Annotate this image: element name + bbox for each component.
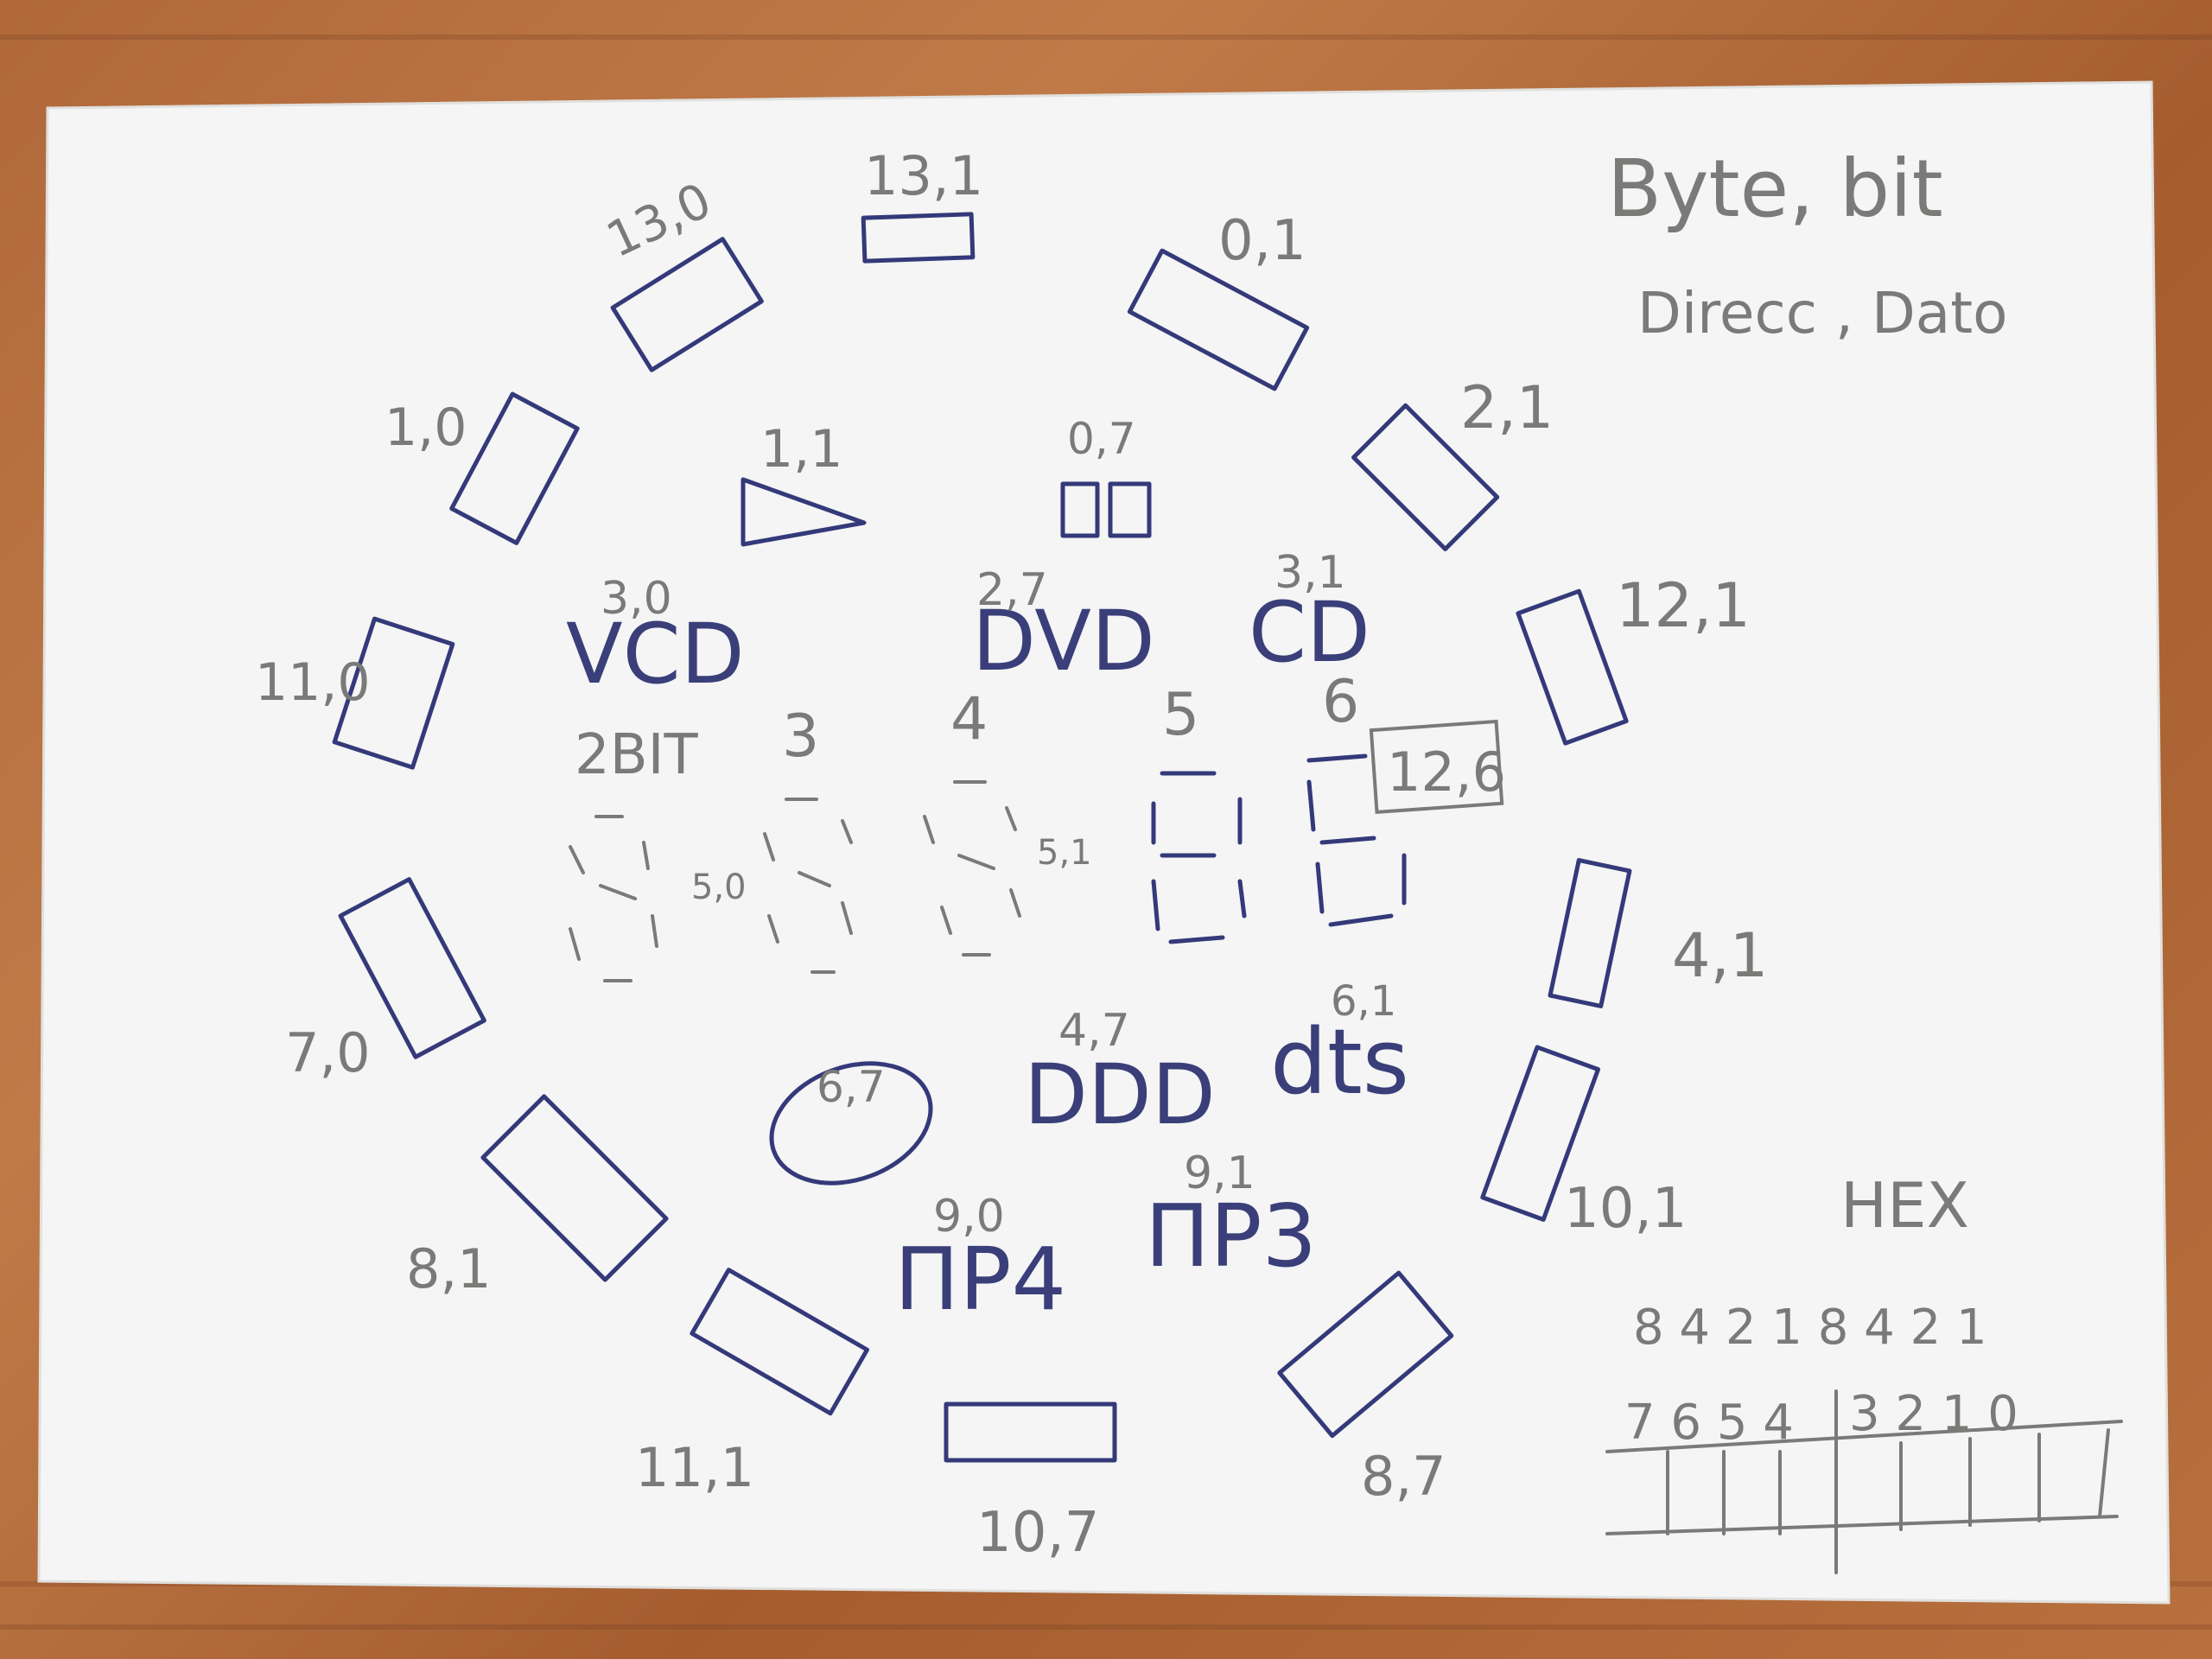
label-6-1: 6,1 <box>1331 977 1396 1026</box>
label-5-1: 5,1 <box>1037 833 1092 873</box>
segment-12-1 <box>1516 588 1629 746</box>
outer-ring-segments <box>332 212 1632 1463</box>
digit-6-segments <box>1306 753 1407 927</box>
label-4-7: 4,7 <box>1058 1005 1130 1057</box>
segment-1-0 <box>449 391 580 545</box>
label-9-0: 9,0 <box>933 1191 1005 1243</box>
segment-2-1 <box>1351 403 1500 551</box>
label-1-1: 1,1 <box>760 419 842 480</box>
hex-grid <box>1605 1389 2123 1574</box>
digit-2-label: 2BIT <box>575 723 699 787</box>
segment-10-7 <box>944 1402 1117 1463</box>
header-title: Byte, bit <box>1607 143 1943 235</box>
label-10-1: 10,1 <box>1564 1177 1688 1241</box>
hex-title: HEX <box>1840 1169 1969 1242</box>
pr3-text: ПР3 <box>1145 1185 1317 1287</box>
digit-6-label: 6 <box>1322 668 1359 736</box>
hex-weights: 8 4 2 1 8 4 2 1 <box>1633 1300 1987 1356</box>
label-3-0: 3,0 <box>601 573 672 625</box>
dts-text: dts <box>1270 1009 1409 1115</box>
digit-3-cluster <box>763 798 853 974</box>
digit-4-label: 4 <box>950 685 988 753</box>
segment-4-1 <box>1548 858 1632 1008</box>
segment-7-0 <box>338 877 486 1059</box>
segment-0-1 <box>1127 248 1310 391</box>
digit-3-label: 3 <box>782 702 819 771</box>
label-11-1: 11,1 <box>635 1436 754 1499</box>
label-7-0: 7,0 <box>285 1021 371 1084</box>
dvd-small-icon-right <box>1108 481 1152 538</box>
label-13-1: 13,1 <box>864 144 983 207</box>
segment-13-0 <box>610 237 764 372</box>
label-11-0: 11,0 <box>255 652 371 713</box>
segment-13-1 <box>861 212 976 264</box>
digit-5-label: 5 <box>1162 681 1199 749</box>
segment-10-1 <box>1480 1045 1601 1222</box>
segment-8-7 <box>1277 1270 1454 1439</box>
ddd-text: DDD <box>1024 1046 1216 1143</box>
digit-2-cluster <box>569 815 658 982</box>
boxed-12-6 <box>1369 719 1504 815</box>
label-8-1: 8,1 <box>406 1237 492 1300</box>
ellipse-6-7 <box>769 1061 933 1185</box>
pr4-text: ПР4 <box>894 1229 1066 1330</box>
label-2-7: 2,7 <box>976 564 1048 616</box>
label-8-7: 8,7 <box>1361 1445 1446 1508</box>
label-3-1: 3,1 <box>1274 547 1346 599</box>
cd-text: CD <box>1249 584 1370 681</box>
label-10-7: 10,7 <box>976 1501 1100 1565</box>
label-12-1: 12,1 <box>1616 570 1751 641</box>
paper-sheet <box>37 80 2171 1605</box>
dvd-text: DVD <box>972 593 1155 690</box>
label-0-7: 0,7 <box>1067 414 1136 464</box>
digit-5-segments <box>1151 771 1247 944</box>
label-0-1: 0,1 <box>1218 209 1306 273</box>
label-4-1: 4,1 <box>1672 920 1768 991</box>
label-5-0: 5,0 <box>691 868 747 907</box>
header-subtitle: Direcc , Dato <box>1637 280 2007 346</box>
vcd-text: VCD <box>566 606 745 702</box>
digit-4-cluster <box>923 780 1021 957</box>
triangle-segment <box>741 477 867 547</box>
segment-8-1 <box>480 1094 669 1282</box>
label-9-1: 9,1 <box>1184 1147 1255 1199</box>
label-2-1: 2,1 <box>1460 374 1554 442</box>
segment-11-1 <box>690 1268 870 1416</box>
label-12-6: 12,6 <box>1387 741 1506 804</box>
segment-11-0 <box>332 616 455 770</box>
dvd-small-icon-left <box>1060 481 1100 538</box>
label-6-7: 6,7 <box>817 1062 886 1112</box>
label-1-0: 1,0 <box>385 397 467 458</box>
